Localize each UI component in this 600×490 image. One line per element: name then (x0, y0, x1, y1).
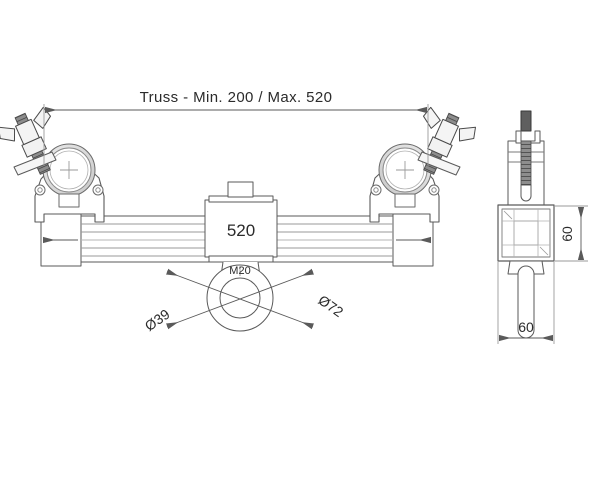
right-wingnut-left-wing (458, 126, 476, 142)
side-diagonal-br (539, 246, 549, 256)
right-clamp-bracket-plate (417, 151, 461, 176)
right-clamp-lug (394, 193, 416, 208)
right-clamp-pivot-left-hole (431, 187, 437, 193)
side-view-dimensions (497, 205, 588, 344)
left-clamp-bracket-plate (13, 151, 57, 176)
right-sleeve (392, 212, 434, 267)
thread-label: M20 (229, 265, 250, 277)
hub-inner-circle (219, 277, 261, 319)
left-clamp-pivot-left-hole (37, 187, 43, 193)
front-view (0, 106, 476, 332)
center-block (204, 181, 278, 277)
center-block-tab (227, 181, 254, 198)
center-block-body (204, 199, 278, 258)
left-clamp-lug (58, 193, 80, 208)
left-wingnut-left-wing (0, 126, 16, 142)
collar-diameter-line (165, 268, 315, 330)
side-bolt-tip (520, 184, 532, 202)
side-height-label: 60 (559, 226, 575, 242)
center-block-bottom-flange (208, 255, 274, 263)
side-bolt-shaft (520, 140, 532, 186)
front-view-dimensions (43, 104, 431, 330)
truss-span-label: Truss - Min. 200 / Max. 520 (140, 89, 333, 106)
side-section-core (513, 220, 539, 246)
side-bolt-head (520, 110, 532, 132)
right-clamp-pivot-right-hole (373, 187, 379, 193)
left-sleeve (40, 212, 82, 267)
side-diagonal-tl (503, 210, 513, 220)
left-clamp (0, 106, 105, 223)
right-clamp (369, 106, 476, 223)
side-view (497, 110, 555, 339)
left-clamp-pivot-right-hole (95, 187, 101, 193)
side-width-label: 60 (518, 319, 534, 335)
right-wingnut-body (434, 118, 459, 146)
left-wingnut-body (15, 118, 40, 146)
center-block-label: 520 (227, 221, 255, 240)
